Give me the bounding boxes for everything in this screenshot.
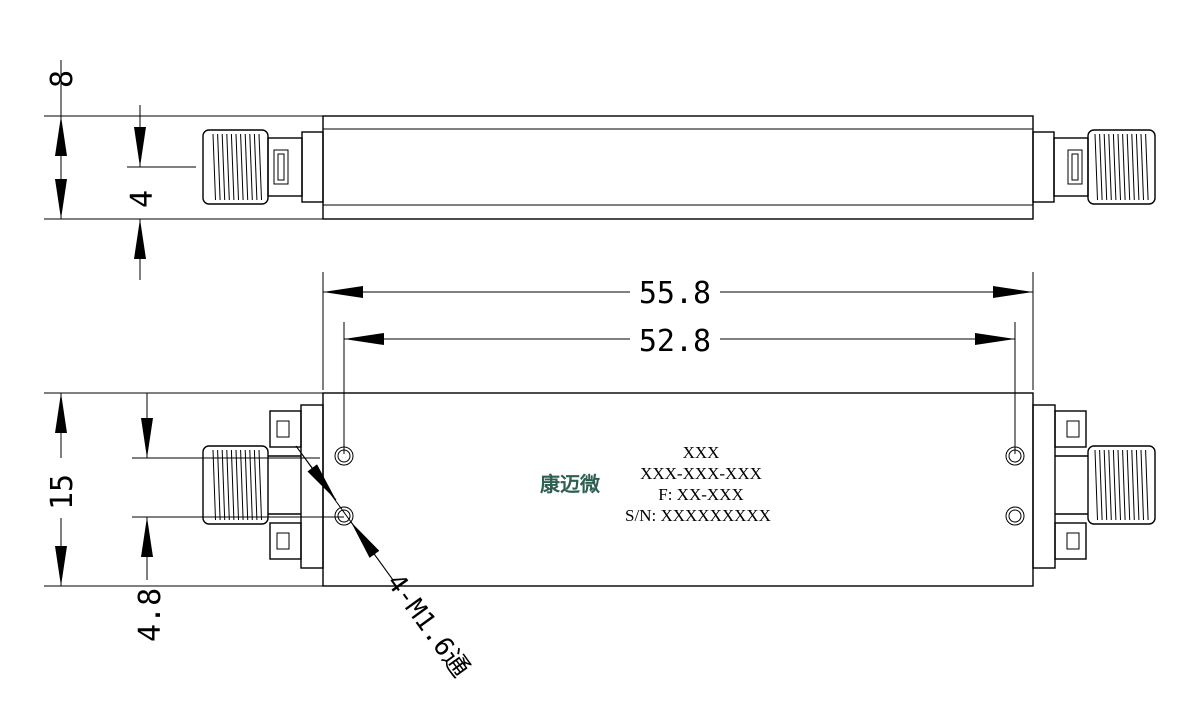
thread-line [1112, 449, 1117, 521]
thread-line [1103, 449, 1108, 521]
thread-line [1140, 133, 1144, 201]
thread-line [221, 449, 226, 521]
thread-line [1131, 449, 1135, 521]
dim-side-pin-offset: 4 [125, 105, 196, 280]
thread-line [1122, 449, 1126, 521]
thread-line [253, 449, 258, 521]
connector-thread [212, 449, 262, 521]
dim-side-pin-offset-label: 4 [125, 190, 160, 208]
thread-line [226, 133, 230, 201]
thread-line [1140, 449, 1144, 521]
thread-line [212, 449, 216, 521]
dim-side-height-label: 8 [45, 70, 80, 88]
thread-line [1103, 133, 1108, 201]
connector-thread [212, 133, 262, 201]
label-line-1: XXX [683, 443, 720, 462]
side-left-connector [202, 129, 324, 205]
mounting-hole [1005, 446, 1025, 466]
thread-line [1117, 133, 1121, 201]
dim-hole-spacing-label: 52.8 [639, 324, 711, 359]
thread-line [244, 133, 249, 201]
thread-line [1117, 449, 1121, 521]
thread-line [1094, 133, 1098, 201]
thread-line [240, 133, 244, 201]
mounting-hole [334, 506, 354, 526]
thread-line [217, 133, 221, 201]
thread-line [258, 449, 262, 521]
label-line-4: S/N: XXXXXXXXX [625, 506, 771, 525]
dim-body-width: 15 [44, 392, 323, 587]
thread-line [230, 449, 235, 521]
product-label: 康迈微 XXX XXX-XXX-XXX F: XX-XXX S/N: XXXXX… [540, 443, 771, 525]
thread-line [1145, 133, 1149, 201]
dim-side-height: 8 [44, 60, 323, 220]
label-line-3: F: XX-XXX [658, 485, 743, 504]
thread-line [1135, 133, 1140, 201]
thread-line [212, 133, 216, 201]
thread-line [1122, 133, 1126, 201]
connector-thread [1094, 133, 1149, 201]
dim-overall-length: 55.8 [322, 272, 1034, 390]
dim-connector-offset: 4.8 [132, 393, 344, 642]
thread-line [235, 449, 239, 521]
plan-right-connector [1032, 404, 1156, 569]
dim-body-width-label: 15 [45, 474, 80, 510]
plan-view: 康迈微 XXX XXX-XXX-XXX F: XX-XXX S/N: XXXXX… [44, 392, 1156, 683]
thread-line [1145, 449, 1149, 521]
thread-line [1126, 133, 1131, 201]
thread-line [1126, 449, 1131, 521]
thread-line [226, 449, 230, 521]
thread-line [1112, 133, 1117, 201]
dim-connector-offset-label: 4.8 [133, 588, 168, 642]
thread-line [217, 449, 221, 521]
thread-line [244, 449, 249, 521]
thread-line [235, 133, 239, 201]
dim-hole-spacing: 52.8 [343, 322, 1016, 454]
side-body-outline [322, 115, 1034, 220]
thread-line [249, 133, 253, 201]
thread-line [258, 133, 262, 201]
thread-line [1108, 133, 1112, 201]
connector-thread [1094, 449, 1149, 521]
thread-line [230, 133, 235, 201]
dim-overall-length-label: 55.8 [639, 276, 711, 311]
brand-logo: 康迈微 [540, 472, 600, 496]
side-right-connector [1032, 129, 1156, 205]
thread-line [240, 449, 244, 521]
label-line-2: XXX-XXX-XXX [640, 464, 762, 483]
side-view: 8 4 [44, 60, 1156, 280]
thread-line [1108, 449, 1112, 521]
thread-line [1135, 449, 1140, 521]
thread-line [1131, 133, 1135, 201]
mounting-hole [334, 446, 354, 466]
mounting-hole [1005, 506, 1025, 526]
thread-line [221, 133, 226, 201]
thread-line [249, 449, 253, 521]
thread-line [1099, 133, 1103, 201]
plan-left-connector [202, 404, 324, 569]
thread-line [1099, 449, 1103, 521]
thread-line [253, 133, 258, 201]
thread-line [1094, 449, 1098, 521]
